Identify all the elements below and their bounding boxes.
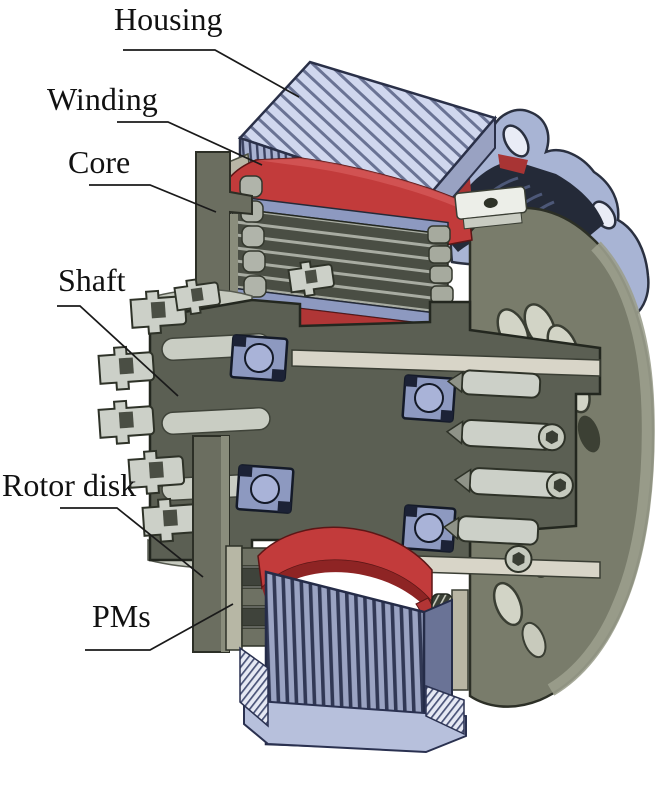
labels: Housing Winding Core Shaft Rotor disk PM… <box>2 1 222 634</box>
spacer-bar <box>451 589 469 691</box>
label-core: Core <box>68 144 130 180</box>
leader-winding <box>117 121 263 166</box>
label-pms: PMs <box>92 598 151 634</box>
leader-pms <box>85 603 234 651</box>
bearing <box>229 334 289 382</box>
right-spline-bolts <box>442 369 574 574</box>
leader-lines <box>57 49 300 651</box>
terminal-block <box>454 185 528 230</box>
hatch-wedge-right <box>425 684 465 736</box>
leader-core <box>89 184 217 213</box>
leader-rotor-disk <box>60 507 204 578</box>
rotor-disk-left-wall <box>192 435 230 653</box>
bearing <box>235 464 295 514</box>
left-spline-studs <box>97 260 335 543</box>
leader-housing <box>123 49 300 98</box>
label-housing: Housing <box>114 1 222 37</box>
label-winding: Winding <box>47 81 158 117</box>
pm-stack <box>225 545 267 651</box>
label-rotor-disk: Rotor disk <box>2 467 136 503</box>
leader-shaft <box>57 305 179 397</box>
housing-fins-bottom <box>239 570 467 754</box>
label-shaft: Shaft <box>58 262 126 298</box>
hatch-wedge-left <box>239 646 269 728</box>
bearing <box>401 374 457 423</box>
flange-bolt-hole <box>502 124 530 158</box>
tie-rod-upper <box>291 349 601 377</box>
base-plate <box>243 698 467 754</box>
